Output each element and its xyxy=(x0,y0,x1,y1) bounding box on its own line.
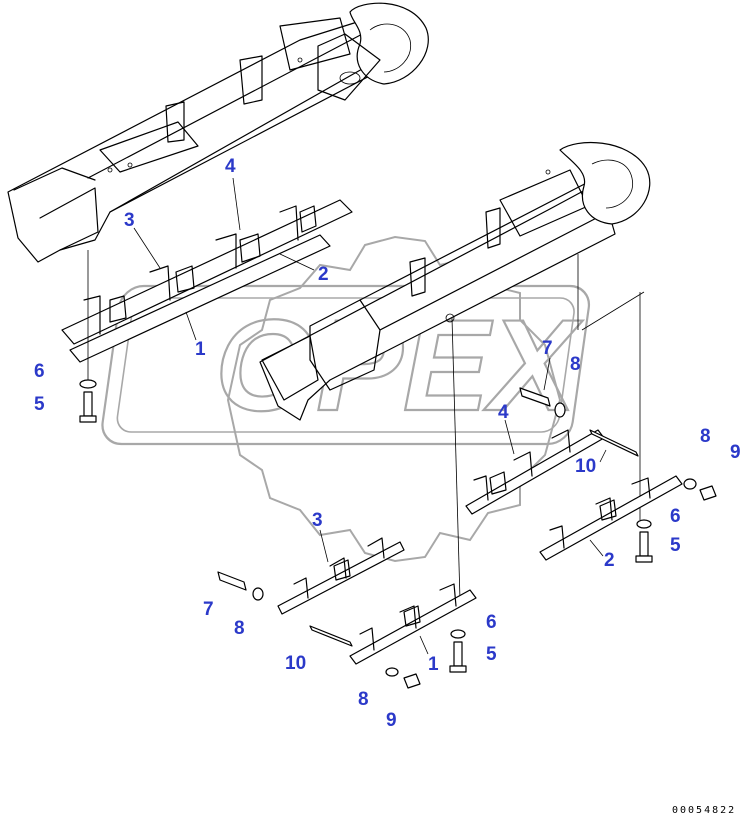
callout-5-lower: 5 xyxy=(486,644,497,665)
callout-3-lower: 3 xyxy=(312,510,323,531)
callout-6-lower: 6 xyxy=(486,612,497,633)
callout-1-lower: 1 xyxy=(428,654,439,675)
guard-3-lower xyxy=(277,537,405,615)
callout-6-right: 6 xyxy=(670,506,681,527)
watermark-frame-inner xyxy=(116,297,575,433)
callout-10-right: 10 xyxy=(575,456,596,477)
callout-9-far: 9 xyxy=(730,442,741,463)
callout-4-right: 4 xyxy=(498,402,509,423)
callout-2-upper: 2 xyxy=(318,264,329,285)
doc-number: 00054822 xyxy=(672,805,736,816)
callout-8-bottom: 8 xyxy=(358,689,369,710)
callout-9-bottom: 9 xyxy=(386,710,397,731)
guard-assembly-upper xyxy=(61,199,353,380)
fastener-lower xyxy=(217,571,467,689)
fastener-right xyxy=(519,387,717,563)
callout-8-far: 8 xyxy=(700,426,711,447)
track-frame-lower xyxy=(259,141,651,601)
callout-5-upper: 5 xyxy=(34,394,45,415)
callouts: 4 3 2 1 6 5 7 8 4 10 8 9 6 5 2 3 7 8 10 … xyxy=(34,156,741,731)
fastener-upper xyxy=(79,379,97,423)
callout-1-upper: 1 xyxy=(195,339,206,360)
leader-lines xyxy=(133,177,607,655)
track-frame-upper xyxy=(7,2,429,263)
guard-2-right xyxy=(539,475,683,561)
callout-7-lower: 7 xyxy=(203,599,214,620)
callout-7-right: 7 xyxy=(542,338,553,359)
callout-8-lower: 8 xyxy=(234,618,245,639)
watermark-frame-outer xyxy=(101,284,591,446)
callout-3-upper: 3 xyxy=(124,210,135,231)
callout-4-upper: 4 xyxy=(225,156,236,177)
callout-2-right: 2 xyxy=(604,550,615,571)
callout-10-lower: 10 xyxy=(285,653,306,674)
guard-1-lower xyxy=(349,583,477,665)
callout-5-right: 5 xyxy=(670,535,681,556)
callout-6-upper: 6 xyxy=(34,361,45,382)
callout-8-right: 8 xyxy=(570,354,581,375)
